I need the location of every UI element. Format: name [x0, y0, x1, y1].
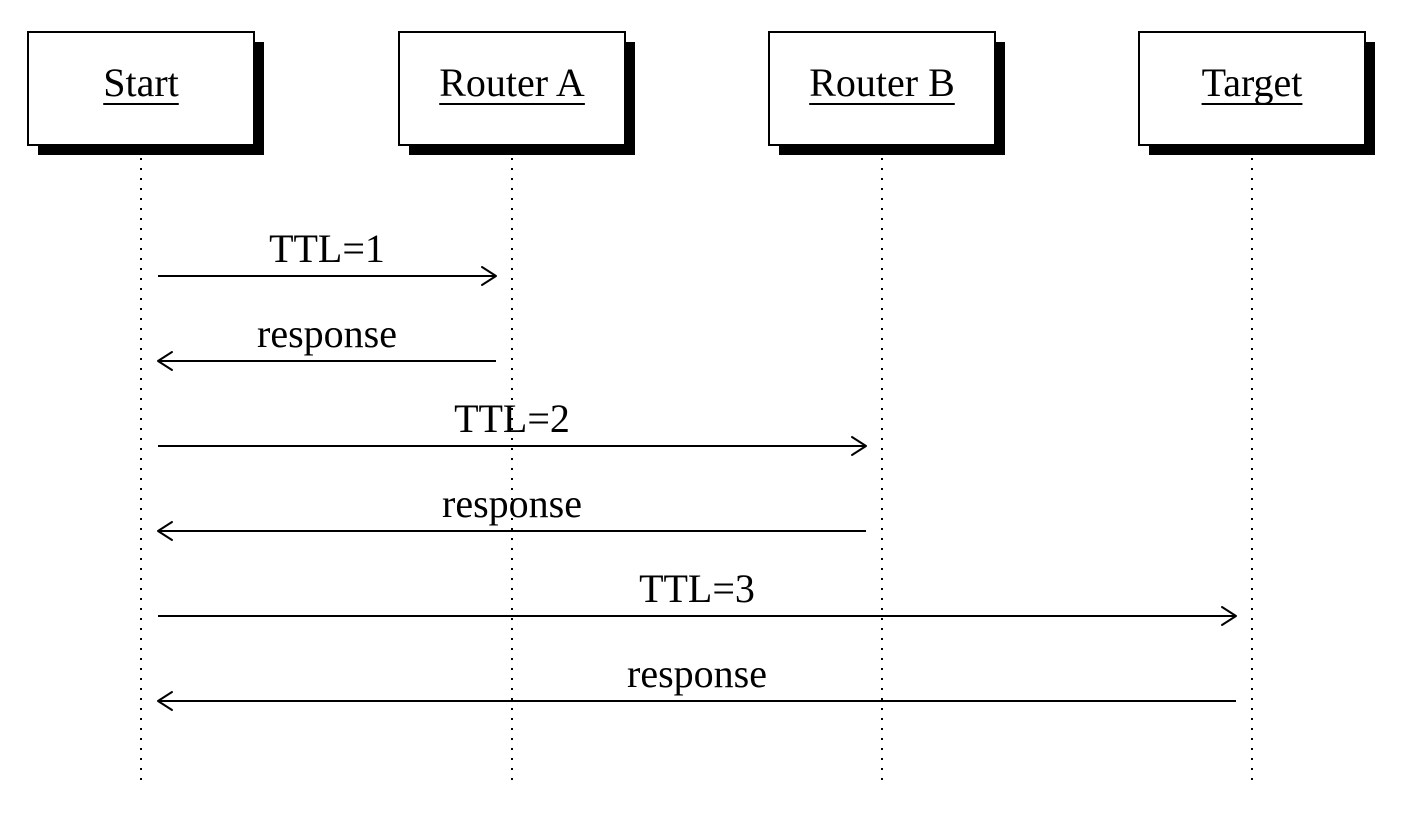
message-label: response: [442, 481, 582, 526]
participant-box: [1138, 31, 1366, 146]
participant-router-b: Router B: [768, 31, 1005, 155]
arrowhead-left: [157, 351, 173, 371]
message-label: TTL=3: [639, 566, 755, 611]
message-label: response: [257, 311, 397, 356]
participant-label: Start: [103, 60, 179, 105]
arrowhead-left: [157, 691, 173, 711]
arrowhead-right: [851, 436, 867, 456]
arrowhead-left: [157, 521, 173, 541]
arrowhead-right: [1221, 606, 1237, 626]
message-2: response: [157, 311, 496, 371]
message-6: response: [157, 651, 1236, 711]
participant-router-a: Router A: [398, 31, 635, 155]
message-1: TTL=1: [158, 226, 497, 286]
message-5: TTL=3: [158, 566, 1237, 626]
participant-label: Router A: [439, 60, 585, 105]
participant-box: [27, 31, 255, 146]
participants: Start Router A Router B Target: [27, 31, 1375, 155]
message-label: TTL=2: [454, 396, 570, 441]
message-label: response: [627, 651, 767, 696]
message-label: TTL=1: [269, 226, 385, 271]
participant-box: [768, 31, 996, 146]
participant-start: Start: [27, 31, 264, 155]
arrowhead-right: [481, 266, 497, 286]
participant-box: [398, 31, 626, 146]
message-3: TTL=2: [158, 396, 867, 456]
lifelines: [140, 158, 1253, 782]
participant-target: Target: [1138, 31, 1375, 155]
participant-label: Router B: [809, 60, 955, 105]
message-4: response: [157, 481, 866, 541]
participant-label: Target: [1202, 60, 1303, 105]
